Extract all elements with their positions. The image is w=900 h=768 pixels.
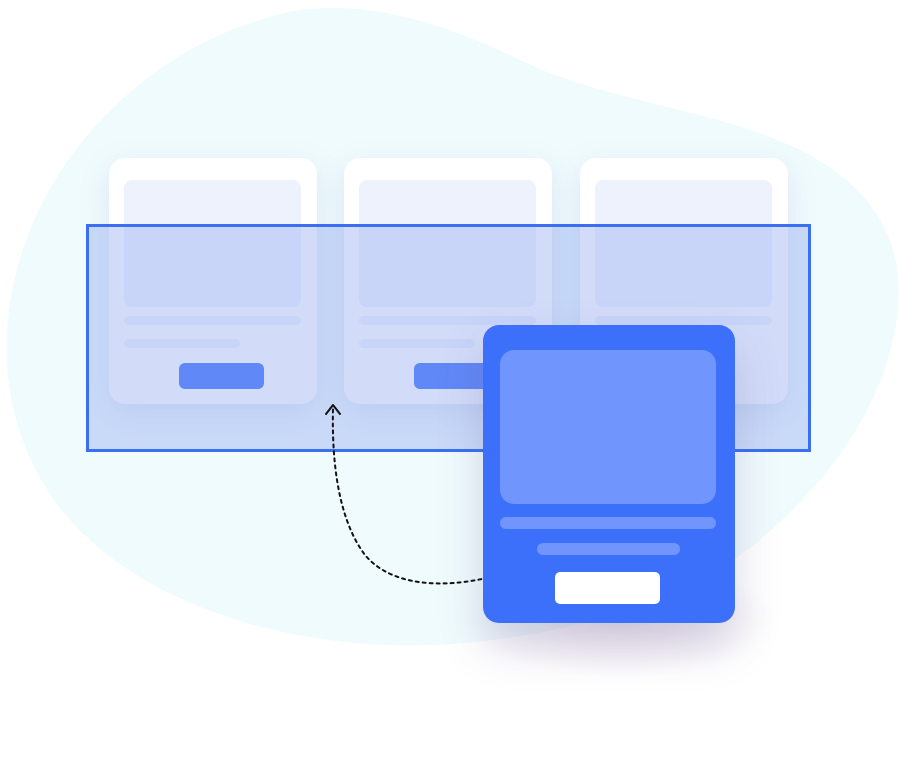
card-title-placeholder bbox=[500, 517, 716, 529]
card-text-placeholder bbox=[537, 543, 680, 555]
card-image-placeholder bbox=[359, 180, 536, 307]
card-image-placeholder bbox=[500, 350, 716, 504]
card-button[interactable] bbox=[555, 572, 660, 604]
card-image-placeholder bbox=[595, 180, 772, 307]
card-text-placeholder bbox=[124, 339, 240, 348]
card-image-placeholder bbox=[124, 180, 301, 307]
dragged-card[interactable] bbox=[483, 325, 735, 623]
card-2[interactable] bbox=[344, 158, 552, 404]
card-title-placeholder bbox=[359, 316, 536, 325]
card-text-placeholder bbox=[359, 339, 475, 348]
card-title-placeholder bbox=[124, 316, 301, 325]
card-button[interactable] bbox=[179, 363, 264, 389]
card-title-placeholder bbox=[595, 316, 772, 325]
card-1[interactable] bbox=[109, 158, 317, 404]
